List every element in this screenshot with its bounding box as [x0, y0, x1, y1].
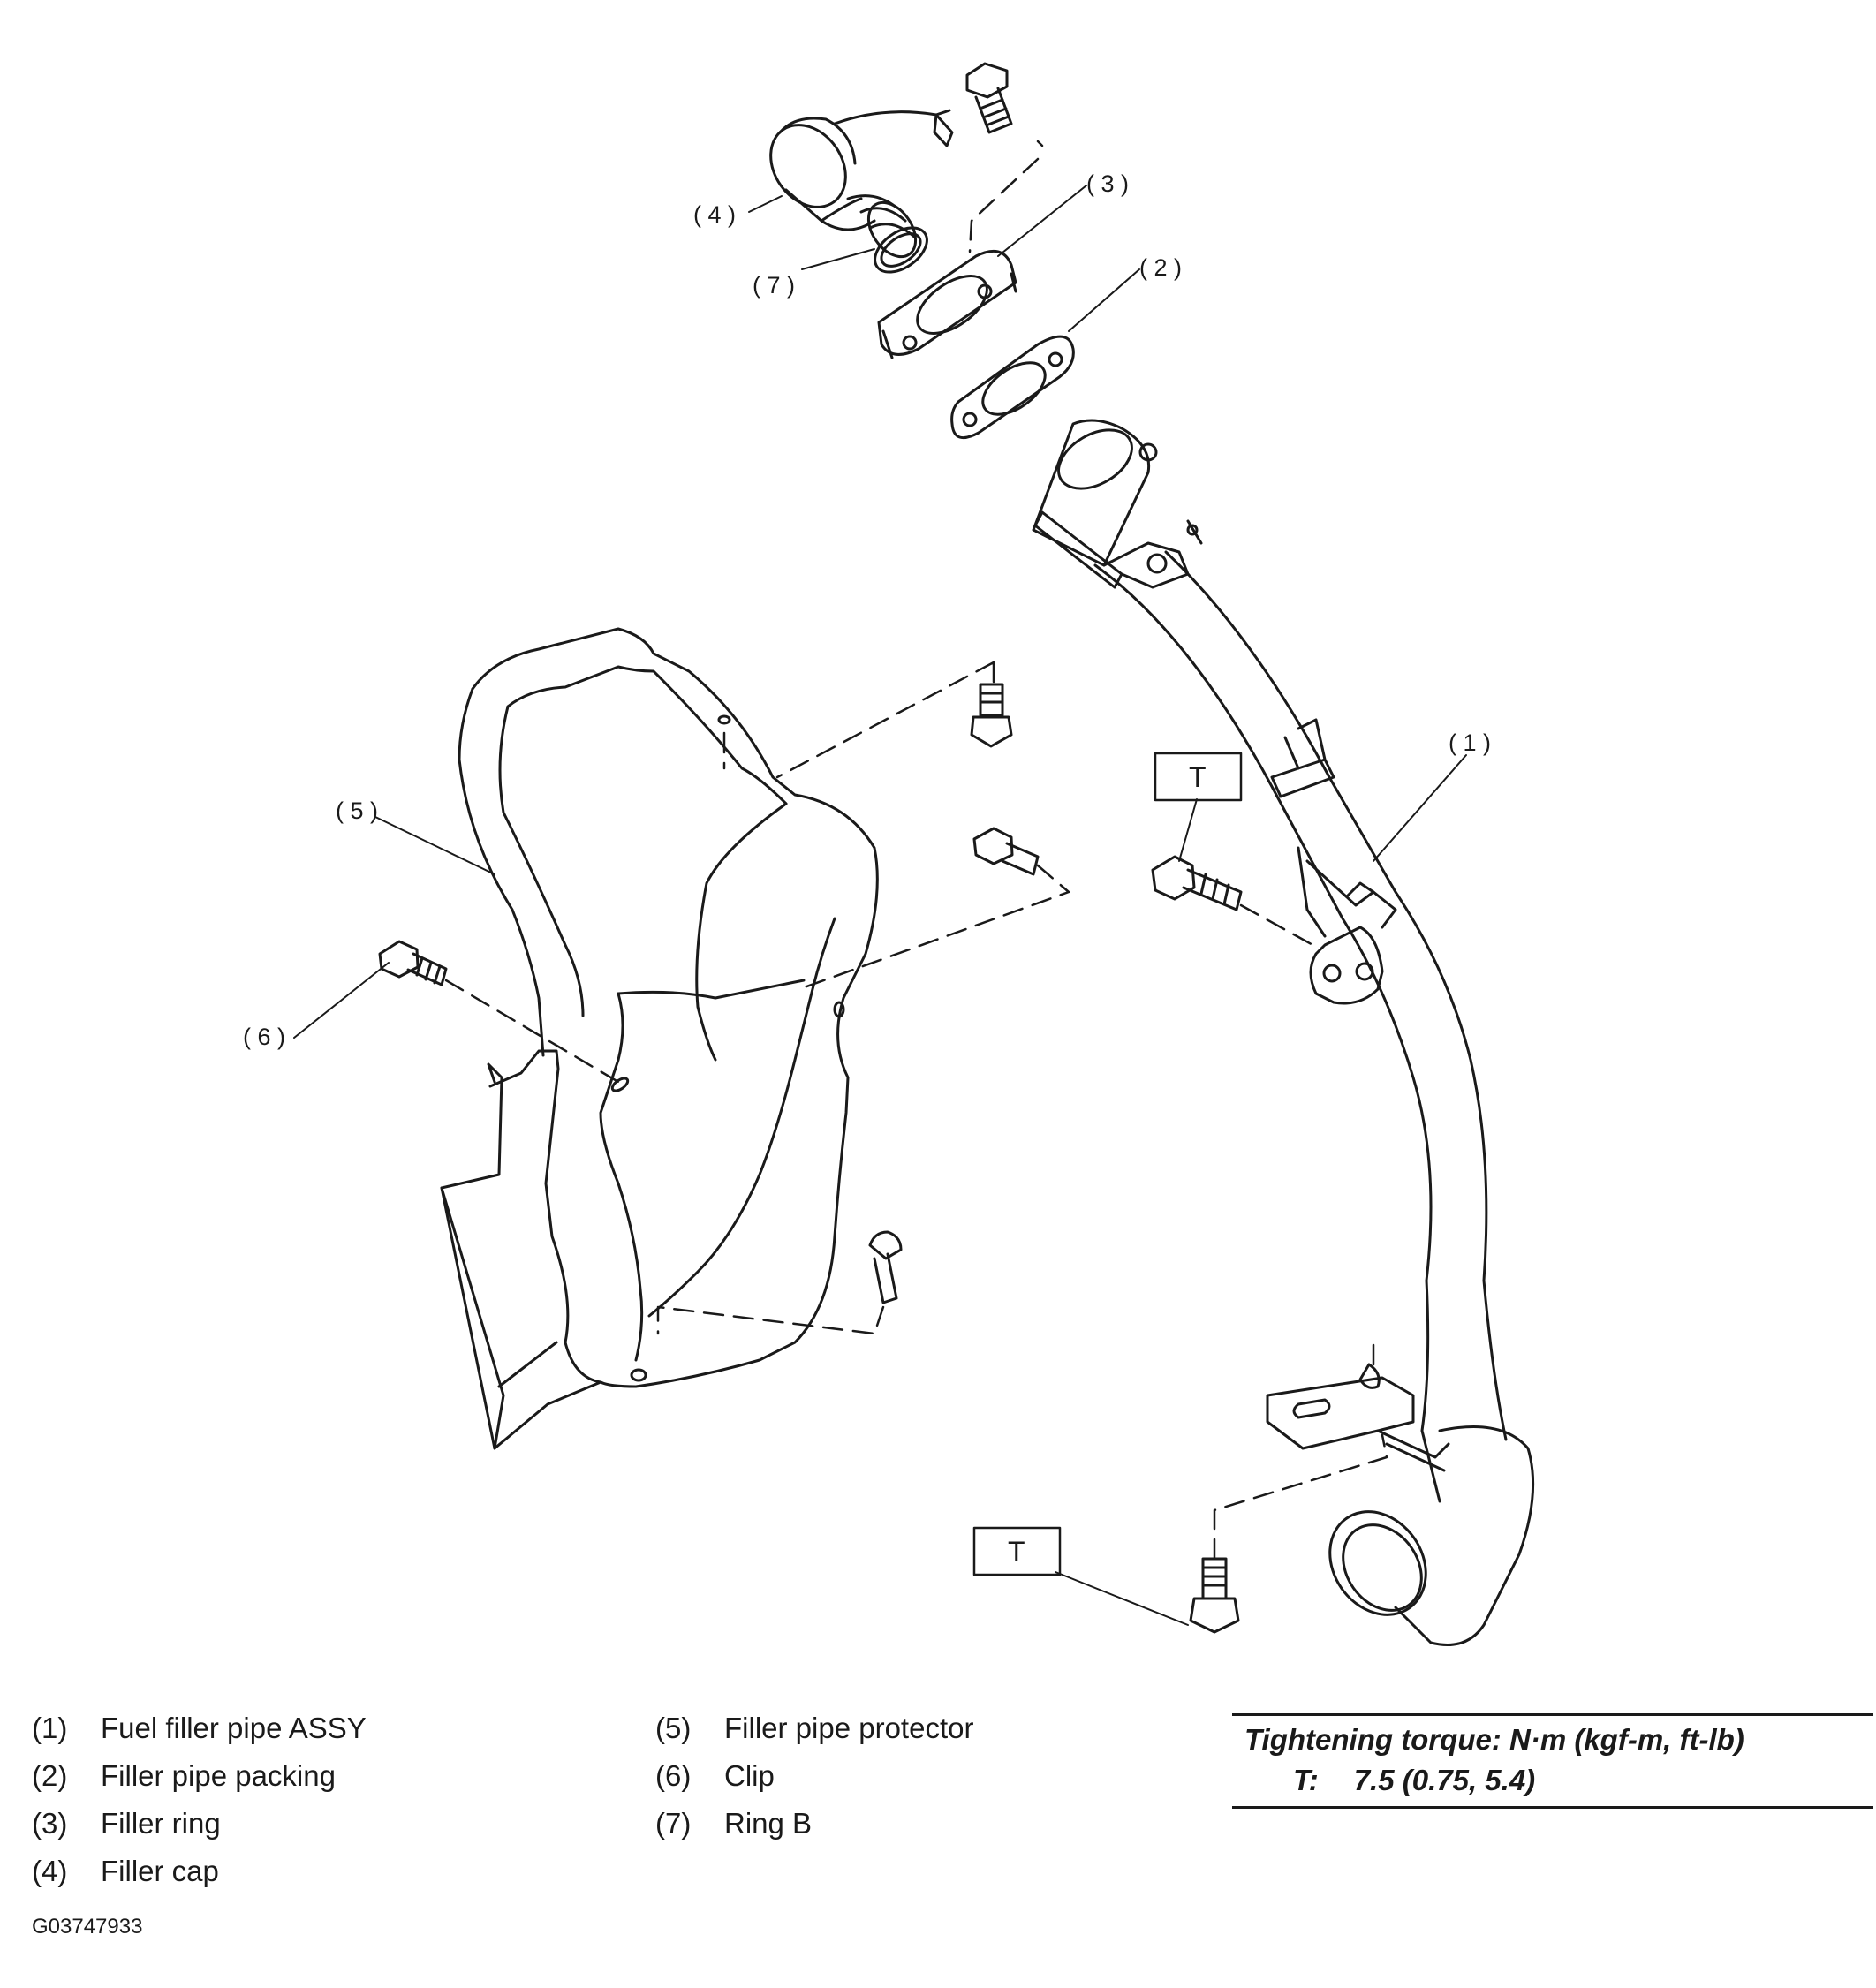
- callout-7: ( 7 ): [753, 272, 795, 299]
- legend-item-2: (2)Filler pipe packing: [32, 1759, 336, 1792]
- callout-5: ( 5 ): [336, 797, 378, 824]
- torque-spec: Tightening torque: N·m (kgf-m, ft-lb) T:…: [1232, 1713, 1873, 1809]
- assembly-lines: [444, 140, 1388, 1561]
- protector-bolt-2: [972, 827, 1040, 876]
- legend-item-4: (4)Filler cap: [32, 1855, 219, 1887]
- legend-item-5: (5)Filler pipe protector: [655, 1712, 974, 1744]
- filler-pipe-packing: [950, 335, 1075, 440]
- ring-b: [874, 226, 928, 274]
- callout-2: ( 2 ): [1139, 254, 1182, 281]
- svg-text:T: T: [1189, 761, 1207, 793]
- torque-value-line: T: 7.5 (0.75, 5.4): [1244, 1764, 1865, 1797]
- svg-text:T: T: [1008, 1536, 1025, 1568]
- legend-item-3: (3)Filler ring: [32, 1807, 221, 1840]
- legend-right: (5)Filler pipe protector (6)Clip (7)Ring…: [655, 1705, 973, 1848]
- callout-4: ( 4 ): [693, 201, 736, 228]
- torque-symbol: T:: [1293, 1764, 1319, 1796]
- leader-lines: [293, 185, 1467, 1626]
- filler-pipe-protector: [440, 627, 879, 1450]
- bolt-torque-lower: [1189, 1557, 1240, 1634]
- bolt-torque-upper: [1151, 855, 1243, 911]
- fuel-filler-pipe: [1032, 419, 1535, 1646]
- legend-item-7: (7)Ring B: [655, 1807, 813, 1840]
- bolt-filler-ring: [965, 62, 1013, 134]
- protector-bolt-1: [970, 683, 1013, 748]
- legend-item-6: (6)Clip: [655, 1759, 775, 1792]
- clip-bolt: [378, 940, 448, 986]
- legend-left: (1)Fuel filler pipe ASSY (2)Filler pipe …: [32, 1705, 367, 1895]
- callout-1: ( 1 ): [1449, 729, 1491, 756]
- torque-marker-lower: T: [972, 1526, 1062, 1576]
- filler-ring: [877, 249, 1017, 359]
- callout-3: ( 3 ): [1086, 170, 1129, 197]
- exploded-diagram: ( 1 ) ( 2 ) ( 3 ) ( 4 ) ( 5 ) ( 6 ) ( 7 …: [243, 62, 1535, 1646]
- protector-bolt-3: [868, 1230, 903, 1304]
- callout-6: ( 6 ): [243, 1024, 285, 1050]
- legend-item-1: (1)Fuel filler pipe ASSY: [32, 1712, 367, 1744]
- figure-code: G03747933: [32, 1915, 143, 1939]
- torque-heading: Tightening torque: N·m (kgf-m, ft-lb): [1244, 1723, 1744, 1756]
- torque-value: 7.5 (0.75, 5.4): [1353, 1764, 1536, 1796]
- filler-cap: [769, 109, 954, 259]
- torque-marker-upper: T: [1154, 752, 1243, 802]
